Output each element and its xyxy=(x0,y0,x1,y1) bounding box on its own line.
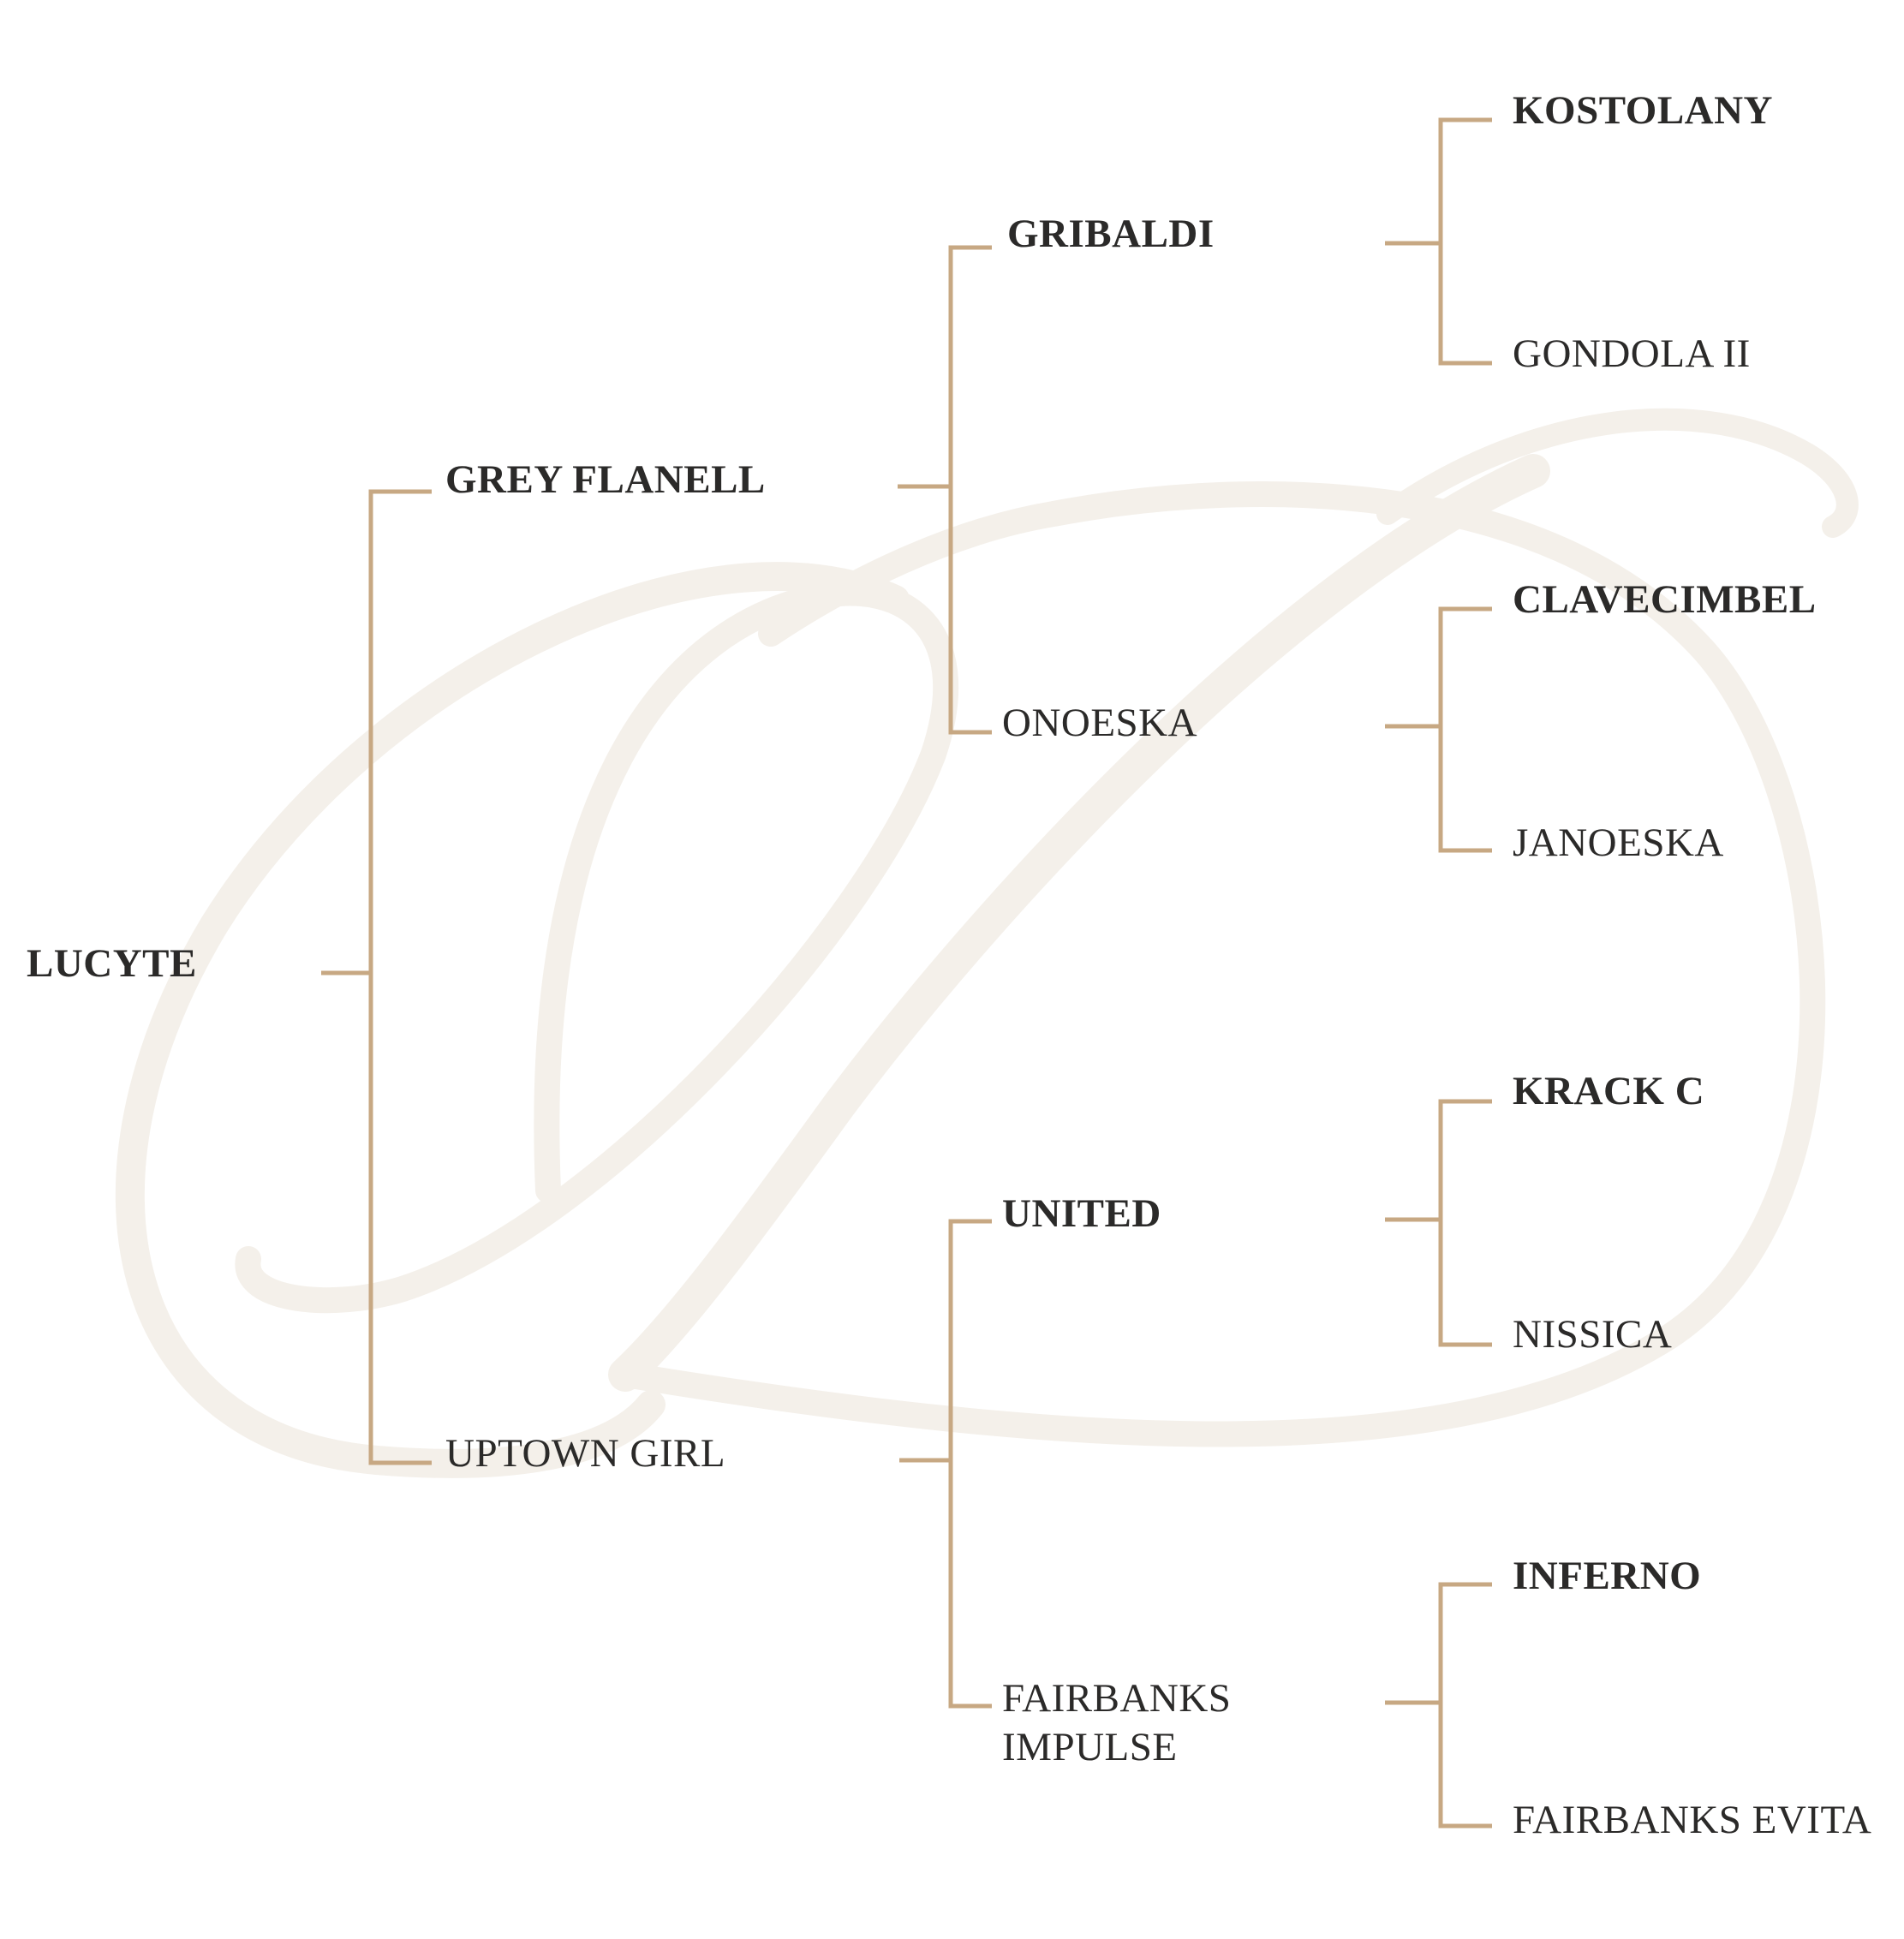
bracket-onoeska-parents xyxy=(1438,606,1492,853)
sire-sire-dam-name: GONDOLA II xyxy=(1513,331,1751,376)
sire-dam-name: ONOESKA xyxy=(1002,701,1198,745)
bracket-sire-parents xyxy=(948,245,992,735)
sire-name: GREY FLANELL xyxy=(445,457,766,502)
bracket-subject-parents xyxy=(368,489,432,1465)
dam-dam-name-line2: IMPULSE xyxy=(1002,1725,1178,1769)
dam-dam-name-line1: FAIRBANKS xyxy=(1002,1676,1232,1721)
sire-dam-dam-name: JANOESKA xyxy=(1513,820,1724,865)
subject-name: LUCYTE xyxy=(27,941,197,986)
dam-sire-dam-name: NISSICA xyxy=(1513,1312,1673,1357)
dam-dam-sire-name: INFERNO xyxy=(1513,1554,1702,1598)
bracket-fairbanks-impulse-parents xyxy=(1438,1582,1492,1829)
dam-dam-dam-name: FAIRBANKS EVITA xyxy=(1513,1798,1872,1842)
bracket-dam-parents xyxy=(948,1219,992,1709)
bracket-united-parents xyxy=(1438,1099,1492,1347)
sire-dam-sire-name: CLAVECIMBEL xyxy=(1513,577,1817,622)
sire-sire-name: GRIBALDI xyxy=(1007,212,1215,256)
bracket-gribaldi-parents xyxy=(1438,117,1492,366)
sire-sire-sire-name: KOSTOLANY xyxy=(1513,88,1773,133)
dam-sire-name: UNITED xyxy=(1002,1191,1161,1236)
dam-name: UPTOWN GIRL xyxy=(445,1431,726,1476)
dam-sire-sire-name: KRACK C xyxy=(1513,1069,1705,1113)
